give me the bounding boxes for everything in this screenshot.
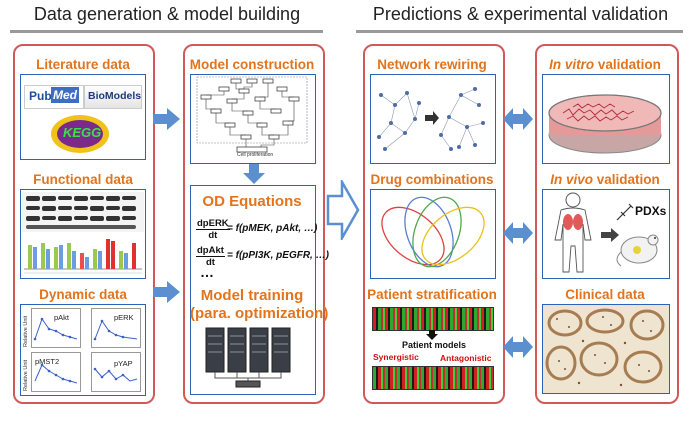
cell-proliferation-label: Cell proliferation	[237, 152, 274, 158]
section-title-left: Data generation & model building	[33, 4, 301, 24]
petri-dish-icon	[548, 94, 662, 154]
invivo-validation-title: In vivo validation	[537, 172, 673, 187]
biomodels-logo-text: BioModels	[88, 90, 142, 102]
invitro-validation-title: In vitro validation	[537, 57, 673, 72]
model-construction-box: Cell proliferation	[190, 74, 316, 164]
equation-ellipsis: …	[200, 264, 214, 280]
arrow-heatmap-down	[426, 330, 438, 340]
arrow-literature-to-model	[153, 108, 180, 130]
synergistic-label: Synergistic	[373, 352, 419, 362]
dynamic-plot-pmst2: pMST2	[31, 352, 81, 392]
western-blot-image	[22, 192, 144, 232]
kegg-logo-text: KEGG	[63, 125, 102, 140]
double-arrow-drug-invivo	[503, 222, 533, 244]
eq2-rhs: = f(pPI3K, pEGFR, …)	[227, 250, 329, 261]
kegg-logo: KEGG	[51, 115, 109, 153]
network-rewiring-title: Network rewiring	[377, 57, 487, 72]
clinical-data-box	[542, 304, 670, 394]
eq2-numerator: dpAkt	[196, 245, 225, 257]
double-arrow-patient-clinical	[503, 336, 533, 358]
invitro-title-rest: validation	[594, 57, 661, 72]
section-title-right: Predictions & experimental validation	[372, 4, 669, 24]
invitro-title-italic: In vitro	[549, 57, 595, 72]
clinical-data-title: Clinical data	[565, 287, 645, 302]
plot-label-pyap: pYAP	[114, 359, 133, 368]
literature-data-box: Pub Med BioModels KEGG	[20, 74, 146, 160]
network-rewiring-graphs	[377, 87, 485, 151]
compute-servers-icon	[205, 327, 291, 388]
plot-label-perk: pERK	[114, 313, 134, 322]
od-equations-title: OD Equations	[202, 193, 302, 210]
mouse-icon	[616, 234, 659, 267]
human-lungs-icon	[554, 192, 592, 273]
model-training-subtitle: (para. optimization)	[190, 305, 329, 322]
arrow-dynamic-to-model	[153, 281, 180, 303]
model-training-title: Model training	[200, 287, 304, 304]
plot-label-pmst2: pMST2	[35, 357, 60, 366]
dynamic-ylabel-top: Relative Unit	[23, 315, 29, 347]
drug-combinations-title: Drug combinations	[370, 172, 494, 187]
biomodels-logo: BioModels	[84, 85, 142, 109]
network-rewiring-box	[370, 74, 496, 164]
section-rule-right	[356, 30, 683, 33]
tissue-histology-image	[543, 305, 667, 391]
patient-heatmap-bottom	[372, 366, 494, 390]
model-construction-title: Model construction	[189, 57, 315, 72]
dynamic-data-title: Dynamic data	[39, 287, 127, 302]
dynamic-data-box: pAkt pERK pMST2 pYAP Relative Unit Relat…	[20, 304, 146, 396]
pubmed-logo: Pub Med	[24, 85, 84, 109]
patient-stratification-title: Patient stratification	[367, 287, 497, 302]
eq1-rhs: = f(pMEK, pAkt, …)	[227, 223, 318, 234]
double-arrow-network-invitro	[503, 108, 533, 130]
patient-models-label: Patient models	[402, 340, 467, 350]
eq1-fraction: dpERK dt	[196, 218, 230, 241]
invivo-title-italic: In vivo	[550, 172, 593, 187]
arrow-model-to-predictions	[326, 180, 360, 240]
section-rule-left	[10, 30, 323, 33]
dynamic-ylabel-bottom: Relative Unit	[23, 359, 29, 391]
patient-heatmap-top	[372, 307, 494, 331]
eq2-fraction: dpAkt dt	[196, 245, 225, 268]
invivo-box: PDXs	[542, 189, 670, 279]
eq1-numerator: dpERK	[196, 218, 230, 230]
invitro-box	[542, 74, 670, 164]
functional-data-box	[20, 189, 146, 279]
arrow-model-to-equations	[243, 164, 265, 184]
dynamic-plot-pyap: pYAP	[91, 352, 141, 392]
functional-data-title: Functional data	[33, 172, 133, 187]
pdx-label: PDXs	[635, 204, 667, 218]
pubmed-logo-text-a: Pub	[29, 89, 52, 103]
literature-data-title: Literature data	[36, 57, 130, 72]
signaling-network-diagram	[196, 76, 308, 153]
dynamic-plot-pakt: pAkt	[31, 308, 81, 348]
venn-diagram	[381, 196, 485, 268]
pubmed-logo-text-b: Med	[51, 87, 79, 103]
functional-bar-chart	[24, 239, 142, 274]
plot-label-pakt: pAkt	[54, 313, 70, 322]
drug-combinations-box	[370, 189, 496, 279]
eq1-denominator: dt	[208, 230, 218, 241]
syringe-icon	[616, 203, 634, 221]
arrow-human-to-mouse	[601, 228, 619, 242]
antagonistic-label: Antagonistic	[440, 353, 492, 363]
dynamic-plot-perk: pERK	[91, 308, 141, 348]
invivo-title-rest: validation	[593, 172, 660, 187]
eq2-denominator: dt	[205, 257, 215, 268]
